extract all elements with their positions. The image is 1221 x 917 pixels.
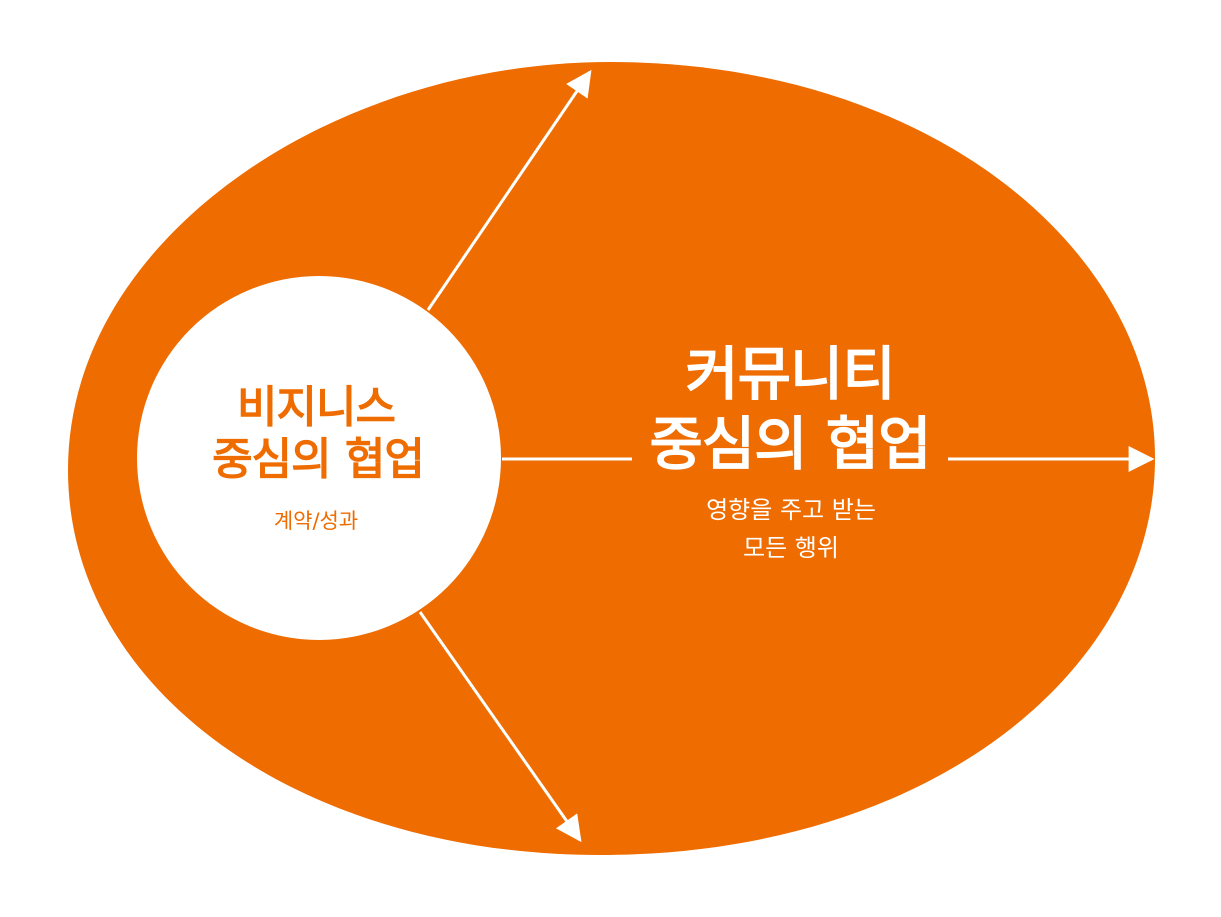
- inner-circle: [137, 276, 501, 640]
- outer-subtitle-line2: 모든 행위: [743, 534, 839, 562]
- outer-title-line2: 중심의 협업: [650, 410, 931, 478]
- arrow-up-right: [426, 69, 592, 311]
- outer-subtitle-line1: 영향을 주고 받는: [706, 496, 876, 524]
- inner-subtitle: 계약/성과: [274, 509, 358, 533]
- arrow-down-right: [418, 611, 582, 843]
- inner-title-line2: 중심의 협업: [212, 434, 424, 485]
- inner-title-line1: 비지니스: [237, 382, 395, 433]
- outer-title-line1: 커뮤니티: [685, 340, 894, 408]
